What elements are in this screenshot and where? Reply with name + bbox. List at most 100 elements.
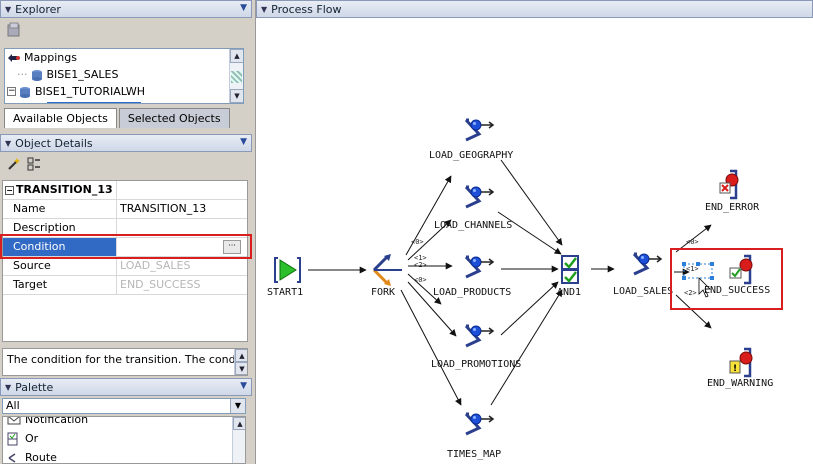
edge-channels-and[interactable] bbox=[497, 211, 562, 255]
explorer-header[interactable]: ▼ Explorer ▼ bbox=[0, 0, 252, 18]
property-row-description[interactable]: Description bbox=[3, 219, 247, 238]
tree-node-mappings[interactable]: Mappings bbox=[5, 49, 243, 66]
load-sales-node[interactable] bbox=[632, 252, 663, 276]
panel-menu-icon[interactable]: ▼ bbox=[240, 381, 247, 391]
description-scrollbar[interactable]: ▲ ▼ bbox=[234, 349, 247, 375]
process-flow-title: Process Flow bbox=[271, 2, 342, 16]
times-map-label: TIMES_MAP bbox=[447, 449, 502, 460]
flow-edges bbox=[308, 159, 712, 406]
palette-item-notification[interactable]: Notification bbox=[3, 417, 245, 429]
scroll-thumb[interactable] bbox=[231, 71, 242, 83]
edge-fork-channels[interactable] bbox=[407, 219, 452, 261]
object-name-header: −TRANSITION_13 bbox=[3, 181, 117, 199]
collapse-icon[interactable]: ▼ bbox=[5, 4, 12, 14]
property-table: −TRANSITION_13 Name TRANSITION_13 Descri… bbox=[2, 180, 248, 342]
process-flow-panel: ▼ Process Flow bbox=[255, 0, 813, 464]
collapse-toggle-icon[interactable]: − bbox=[7, 86, 16, 96]
end-success-node[interactable] bbox=[729, 254, 753, 285]
load-channels-node[interactable] bbox=[464, 185, 495, 209]
collapse-icon[interactable]: ▼ bbox=[261, 4, 268, 14]
panel-menu-icon[interactable]: ▼ bbox=[240, 3, 247, 13]
load-products-node[interactable] bbox=[464, 255, 495, 279]
transition-selection-handles[interactable] bbox=[682, 262, 714, 280]
edge-promotions-and[interactable] bbox=[500, 281, 559, 336]
edge-sales-warning[interactable] bbox=[675, 294, 712, 329]
tree-line: ··· bbox=[17, 68, 28, 81]
property-row-condition[interactable]: Condition ··· bbox=[3, 238, 247, 257]
explorer-tree: Mappings ··· BISE1_SALES − BISE1_TUTORIA… bbox=[4, 48, 244, 104]
palette-item-or[interactable]: Or bbox=[3, 429, 245, 448]
property-row-name[interactable]: Name TRANSITION_13 bbox=[3, 200, 247, 219]
collapse-icon[interactable]: ▼ bbox=[5, 138, 12, 148]
scroll-down-icon[interactable]: ▼ bbox=[230, 89, 243, 103]
load-promotions-node[interactable] bbox=[464, 324, 495, 348]
condition-value[interactable]: ··· bbox=[117, 238, 247, 256]
process-flow-canvas[interactable]: <0> <1> <2> <0> <0> <1> <2> bbox=[256, 20, 813, 464]
tree-node-selected[interactable] bbox=[5, 100, 243, 103]
scroll-up-icon[interactable]: ▲ bbox=[235, 349, 247, 362]
scroll-up-icon[interactable]: ▲ bbox=[230, 49, 243, 63]
add-object-icon[interactable] bbox=[6, 22, 22, 38]
property-row-target[interactable]: Target END_SUCCESS bbox=[3, 276, 247, 295]
edge-fork-geo[interactable] bbox=[405, 175, 452, 256]
edge-geo-and[interactable] bbox=[500, 159, 563, 246]
load-geography-node[interactable] bbox=[464, 118, 495, 142]
scroll-down-icon[interactable]: ▼ bbox=[235, 362, 247, 375]
palette-list: Notification Or Route ▲ bbox=[2, 416, 246, 464]
tab-available-objects[interactable]: Available Objects bbox=[4, 108, 117, 128]
edge-label: <2> bbox=[414, 261, 427, 269]
scroll-up-icon[interactable]: ▲ bbox=[233, 417, 245, 430]
times-map-node[interactable] bbox=[464, 412, 495, 436]
palette-header[interactable]: ▼ Palette ▼ bbox=[0, 378, 252, 396]
and-node-label: AND1 bbox=[557, 287, 582, 298]
process-flow-header[interactable]: ▼ Process Flow bbox=[256, 0, 813, 18]
load-products-label: LOAD_PRODUCTS bbox=[433, 287, 512, 298]
envelope-icon bbox=[7, 417, 21, 424]
property-table-empty-area bbox=[3, 295, 247, 341]
palette-item-route[interactable]: Route bbox=[3, 448, 245, 463]
object-details-header[interactable]: ▼ Object Details ▼ bbox=[0, 134, 252, 152]
explorer-scrollbar[interactable]: ▲ ▼ bbox=[229, 49, 243, 103]
edge-times-and[interactable] bbox=[490, 289, 563, 406]
wand-icon[interactable] bbox=[6, 156, 22, 172]
database-icon bbox=[31, 69, 42, 81]
edit-condition-button[interactable]: ··· bbox=[223, 240, 241, 254]
palette-title: Palette bbox=[15, 380, 54, 394]
load-sales-label: LOAD_SALES bbox=[613, 286, 674, 297]
tree-selection-bar bbox=[47, 101, 141, 103]
edge-fork-promotions[interactable] bbox=[407, 281, 457, 337]
load-promotions-label: LOAD_PROMOTIONS bbox=[431, 359, 522, 370]
database-icon bbox=[20, 86, 30, 98]
and-node[interactable] bbox=[561, 255, 579, 284]
tree-node-bise1-sales[interactable]: ··· BISE1_SALES bbox=[17, 68, 119, 81]
edge-fork-times[interactable] bbox=[400, 289, 462, 406]
tree-node-bise1-tutorialwh[interactable]: − BISE1_TUTORIALWH bbox=[7, 85, 146, 98]
edge-sales-error[interactable] bbox=[675, 224, 712, 253]
edge-label: <0> bbox=[686, 238, 699, 246]
edge-labels: <0> <1> <2> <0> <0> <1> <2> bbox=[411, 238, 699, 297]
collapse-icon[interactable]: ▼ bbox=[5, 382, 12, 392]
object-details-title: Object Details bbox=[15, 136, 93, 150]
grid-view-icon[interactable] bbox=[26, 156, 42, 172]
explorer-title: Explorer bbox=[15, 2, 61, 16]
details-toolbar bbox=[0, 152, 252, 176]
fork-node[interactable] bbox=[372, 254, 402, 286]
chevron-down-icon[interactable]: ▼ bbox=[230, 399, 245, 413]
palette-scrollbar[interactable]: ▲ bbox=[232, 417, 245, 463]
edge-fork-mid[interactable] bbox=[407, 273, 442, 305]
start-node[interactable] bbox=[274, 257, 301, 283]
explorer-panel: ▼ Explorer ▼ Mappings ··· BISE1_SALES − bbox=[0, 0, 252, 130]
explorer-toolbar bbox=[0, 18, 252, 42]
property-row-source[interactable]: Source LOAD_SALES bbox=[3, 257, 247, 276]
end-warning-node[interactable]: ! bbox=[729, 347, 753, 378]
end-warning-label: END_WARNING bbox=[707, 378, 774, 389]
panel-menu-icon[interactable]: ▼ bbox=[240, 137, 247, 147]
edge-label: <1> bbox=[414, 254, 427, 262]
property-description-box: The condition for the transition. The co… bbox=[2, 348, 248, 376]
svg-text:!: ! bbox=[733, 364, 737, 374]
collapse-toggle-icon[interactable]: − bbox=[5, 186, 14, 195]
route-icon bbox=[8, 452, 16, 463]
palette-filter-select[interactable]: All ▼ bbox=[2, 398, 246, 414]
tab-selected-objects[interactable]: Selected Objects bbox=[118, 108, 230, 128]
end-error-node[interactable] bbox=[719, 169, 739, 200]
